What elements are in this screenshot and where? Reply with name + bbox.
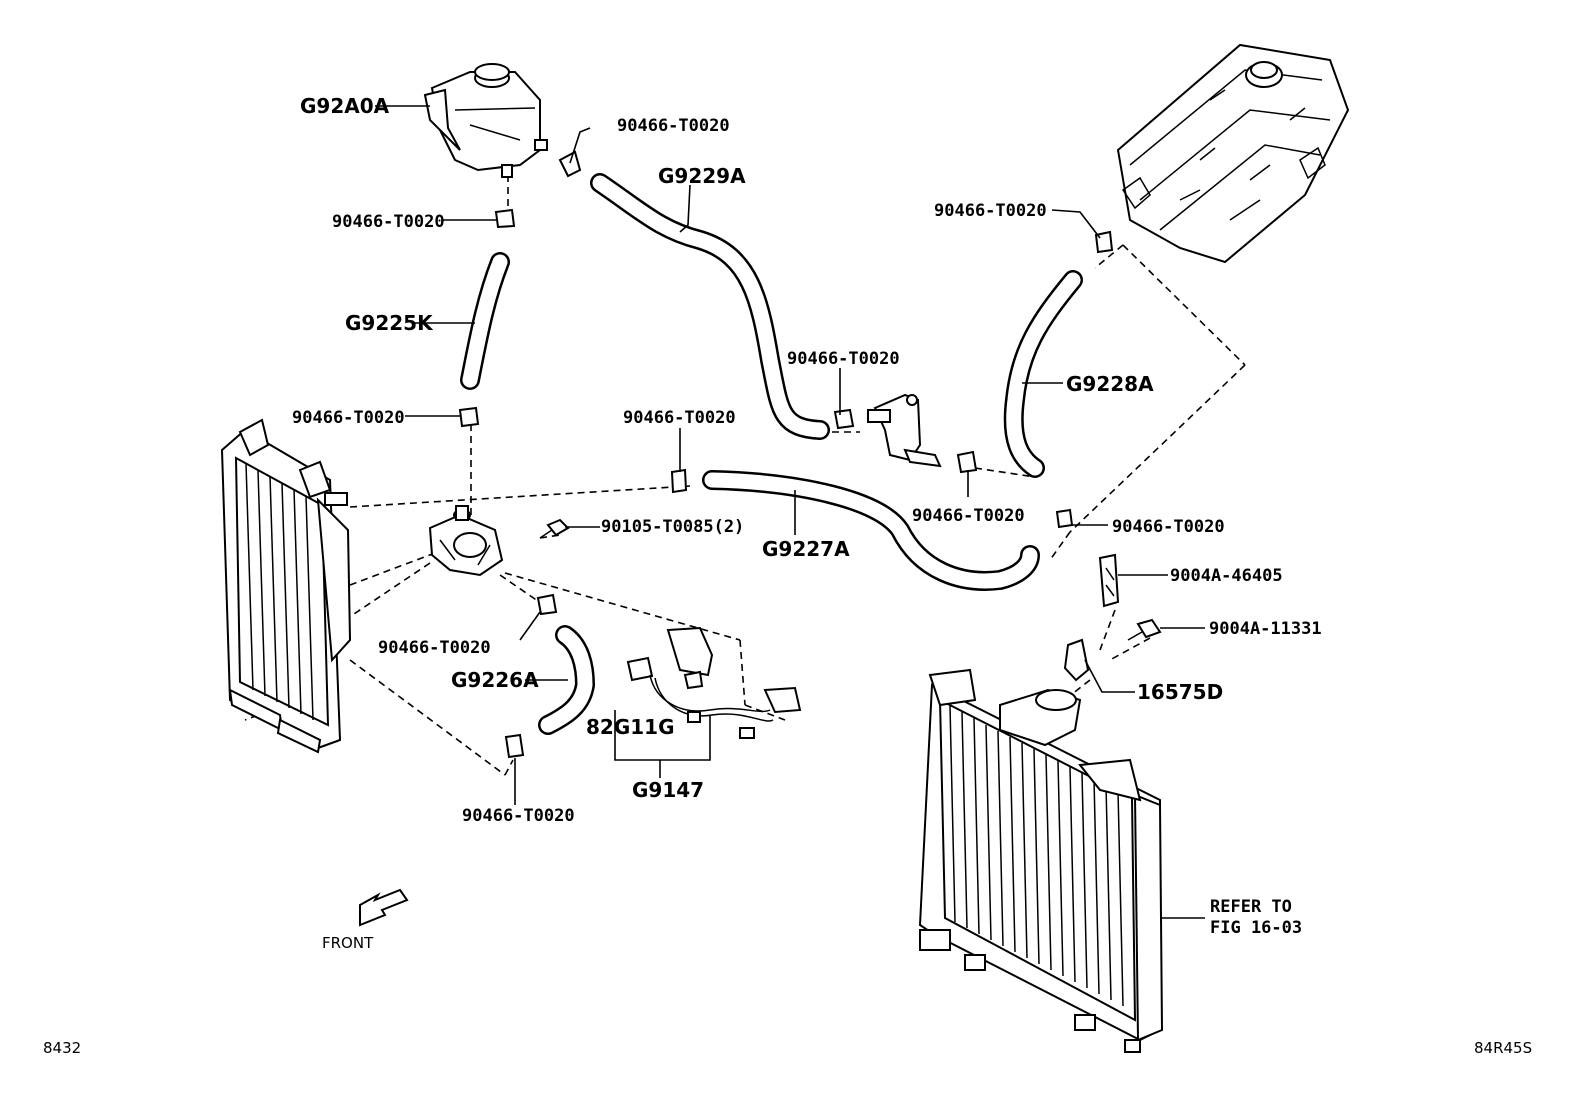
wire-harness	[626, 626, 802, 739]
label-clip-bottom: 90466-T0020	[462, 806, 575, 826]
label-hose-lower: G9226A	[451, 668, 539, 692]
leader-lines	[375, 105, 1205, 919]
label-clip-pump-low: 90466-T0020	[378, 638, 491, 658]
part-labels: G92A0A 90466-T0020 90466-T0020 G9229A 90…	[43, 94, 1532, 1057]
label-hose-left: G9225K	[345, 311, 434, 335]
label-clip-pump-top: 90466-T0020	[292, 408, 405, 428]
hoses	[460, 173, 1083, 735]
label-stay: 16575D	[1137, 680, 1223, 704]
inverter-unit	[1116, 43, 1350, 264]
label-hose-middle: G9227A	[762, 537, 850, 561]
label-clip-inverter: 90466-T0020	[934, 201, 1047, 221]
label-front: FRONT	[322, 934, 374, 952]
reservoir-tank	[423, 63, 548, 178]
water-pump	[428, 505, 504, 577]
label-harness-connector: 82G11G	[586, 715, 675, 739]
radiator-left	[220, 418, 352, 754]
label-hose-inverter: G9228A	[1066, 372, 1154, 396]
label-harness: G9147	[632, 778, 704, 802]
footer-right-code: 84R45S	[1474, 1039, 1532, 1057]
label-clip-right: 90466-T0020	[1112, 517, 1225, 537]
label-clip-reservoir: 90466-T0020	[332, 212, 445, 232]
label-bolt: 90105-T0085(2)	[601, 517, 744, 537]
front-arrow-icon	[359, 888, 409, 927]
radiator-right	[918, 668, 1164, 1053]
label-refer-line2: FIG 16-03	[1210, 918, 1302, 938]
label-clip-middle: 90466-T0020	[623, 408, 736, 428]
label-bracket-part: 9004A-46405	[1170, 566, 1283, 586]
label-clip-top: 90466-T0020	[617, 116, 730, 136]
footer-left-code: 8432	[43, 1039, 81, 1057]
label-refer-line1: REFER TO	[1210, 897, 1292, 917]
screw	[1127, 618, 1162, 641]
pipe-fitting	[867, 393, 942, 468]
bracket	[1098, 553, 1120, 608]
label-screw-part: 9004A-11331	[1209, 619, 1322, 639]
stay-bracket	[1063, 638, 1090, 682]
label-clip-bracket-low: 90466-T0020	[912, 506, 1025, 526]
label-reservoir: G92A0A	[300, 94, 390, 118]
bolt	[539, 518, 570, 539]
label-clip-bracket: 90466-T0020	[787, 349, 900, 369]
label-hose-upper-right: G9229A	[658, 164, 746, 188]
